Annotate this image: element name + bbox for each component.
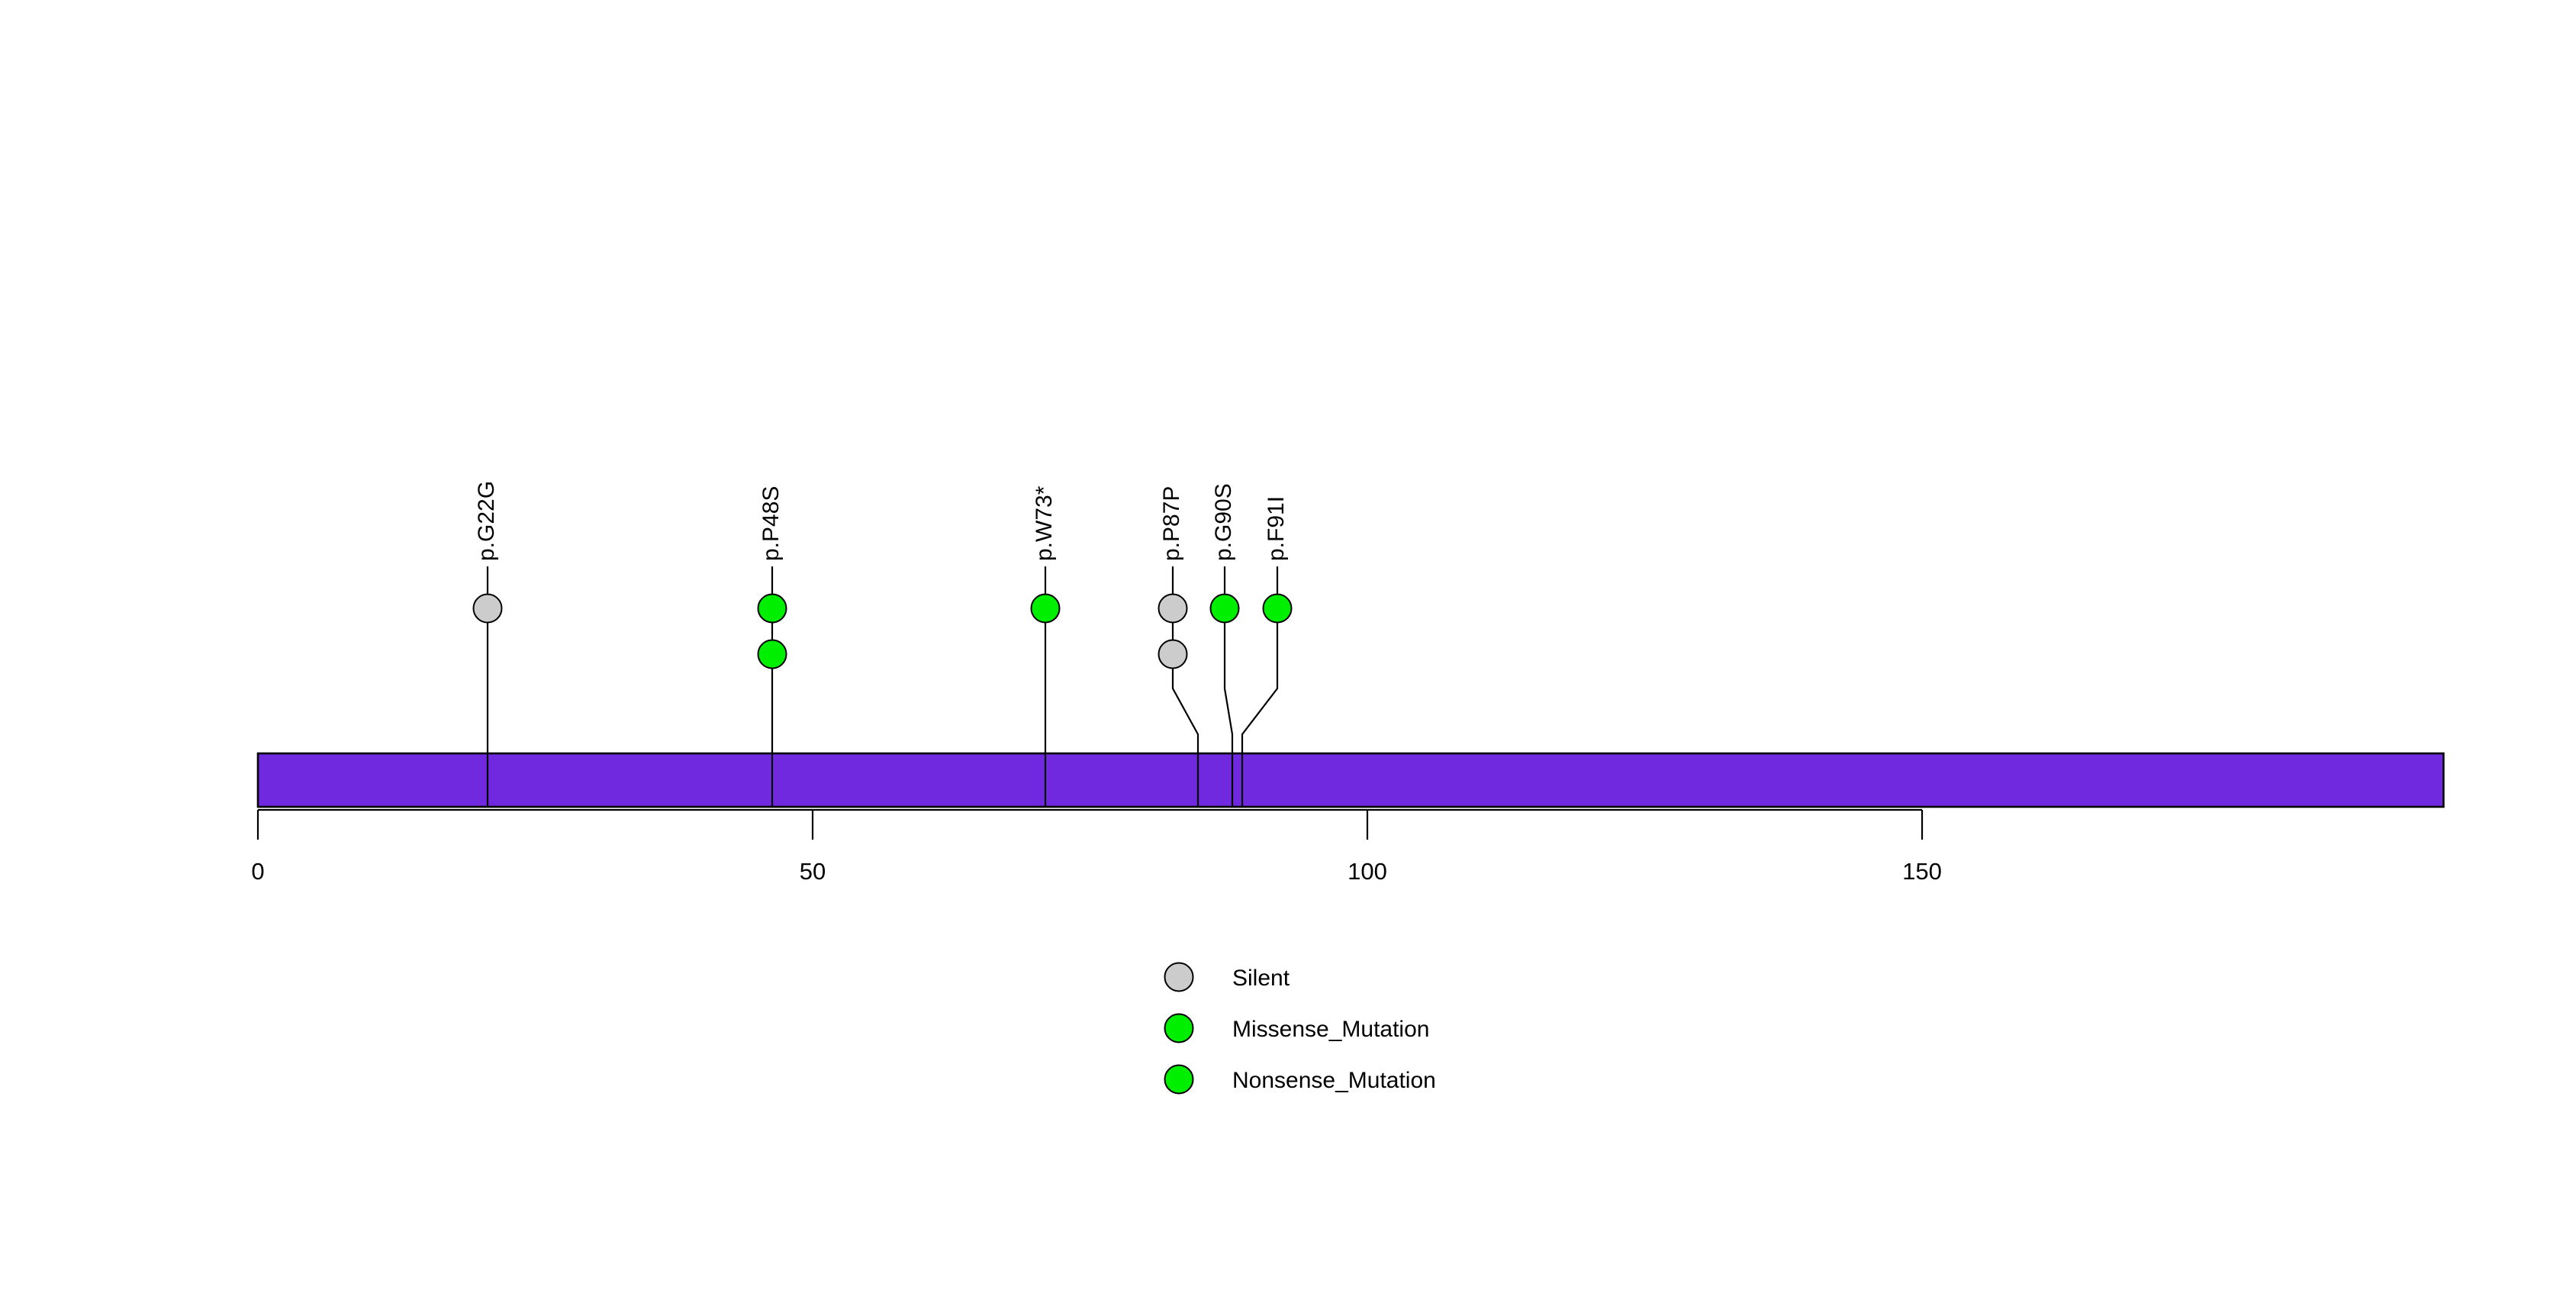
legend-label: Silent	[1232, 966, 1290, 991]
lollipop-dot[interactable]	[1262, 593, 1293, 624]
mutation-label: p.P87P	[1159, 486, 1184, 561]
legend-swatch[interactable]	[1164, 962, 1194, 992]
lollipop-dot[interactable]	[757, 639, 787, 669]
legend-swatch[interactable]	[1164, 1064, 1194, 1095]
legend-label: Nonsense_Mutation	[1232, 1068, 1436, 1093]
protein-domain-bar-group	[256, 752, 2445, 808]
mutation-labels-layer: p.G22G p.P48S p.W73* p.P87P p.G90S p.F91I	[474, 481, 1289, 561]
lollipop-dot[interactable]	[1158, 593, 1188, 624]
legend-label: Missense_Mutation	[1232, 1017, 1429, 1042]
legend-swatch[interactable]	[1164, 1013, 1194, 1043]
mutation-label: p.G90S	[1211, 483, 1236, 561]
mutation-label: p.P48S	[758, 486, 784, 561]
x-axis-tick-label: 150	[1902, 858, 1942, 885]
x-axis-ticks-layer: 0 50 100 150	[251, 810, 1942, 885]
lollipop-stem	[1223, 566, 1234, 807]
protein-domain-bar[interactable]	[256, 752, 2445, 808]
lollipop-dot[interactable]	[1158, 639, 1188, 669]
lollipop-stem	[1171, 566, 1199, 807]
lollipop-dot[interactable]	[757, 593, 787, 624]
lollipop-dots-layer	[472, 593, 1293, 669]
x-axis-tick-label: 100	[1348, 858, 1387, 885]
x-axis-tick-label: 0	[251, 858, 264, 885]
x-axis-tick-label: 50	[800, 858, 826, 885]
mutation-label: p.G22G	[474, 481, 499, 561]
lollipop-stem	[1241, 566, 1279, 807]
lollipop-dot[interactable]	[1209, 593, 1240, 624]
lollipop-dot[interactable]	[1030, 593, 1061, 624]
lollipop-dot[interactable]	[472, 593, 503, 624]
mutation-label: p.W73*	[1032, 485, 1057, 561]
mutation-label: p.F91I	[1264, 496, 1289, 561]
